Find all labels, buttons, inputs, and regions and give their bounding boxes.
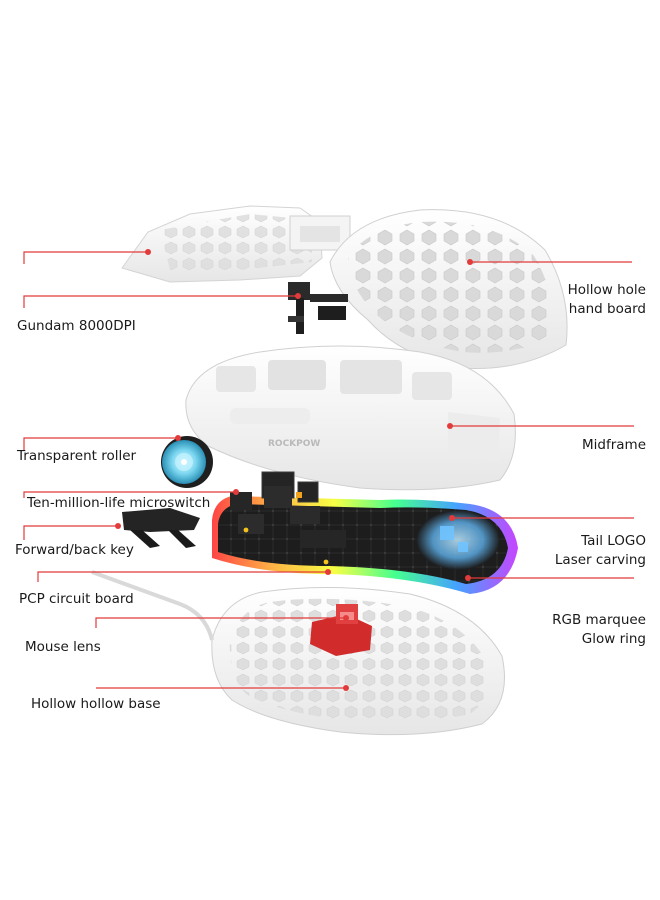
- leader-microswitch: [23, 491, 236, 498]
- switch-icon: [230, 471, 346, 565]
- leader-gundam: [23, 295, 298, 308]
- pcb-board: [212, 496, 518, 594]
- label-tail-logo: Tail LOGO: [581, 533, 646, 549]
- label-hand-board: hand board: [568, 301, 646, 317]
- label-rgb-marquee: RGB marquee: [552, 612, 646, 628]
- label-pcp: PCP circuit board: [19, 591, 134, 607]
- button-plate: [121, 205, 351, 283]
- label-mouse-lens: Mouse lens: [25, 639, 101, 655]
- hollow-base: [91, 570, 505, 736]
- leader-dots: [115, 249, 473, 691]
- leader-button-plate: [23, 251, 148, 264]
- label-base: Hollow hollow base: [31, 696, 161, 712]
- leader-roller: [23, 437, 178, 450]
- label-roller: Transparent roller: [17, 448, 137, 464]
- hollow-hand-board: [329, 209, 568, 369]
- label-laser-carving: Laser carving: [554, 552, 646, 568]
- leader-lines: [23, 251, 634, 689]
- label-gundam: Gundam 8000DPI: [17, 318, 136, 334]
- brand-mark: ROCKPOW: [268, 439, 320, 449]
- side-button-icon: [122, 508, 200, 548]
- label-forward-back: Forward/back key: [15, 542, 134, 558]
- midframe-shell: ROCKPOW: [185, 345, 516, 491]
- leader-forward-back: [23, 525, 118, 540]
- roller-icon: [161, 436, 213, 488]
- leader-pcp: [37, 571, 328, 582]
- label-midframe: Midframe: [582, 437, 646, 453]
- label-glow-ring: Glow ring: [581, 631, 646, 647]
- label-hollow-hole: Hollow hole: [567, 282, 646, 298]
- leader-lens: [95, 617, 346, 628]
- sensor-bracket: [288, 282, 348, 334]
- label-microswitch: Ten-million-life microswitch: [27, 495, 211, 511]
